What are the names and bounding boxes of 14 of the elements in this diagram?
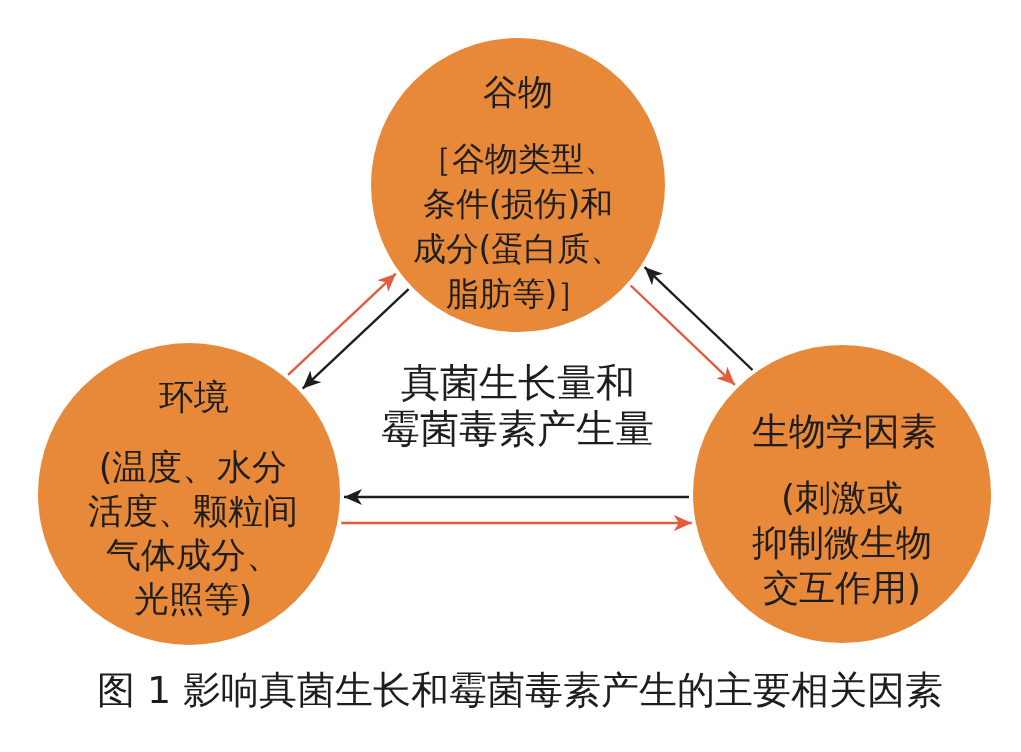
arrow xyxy=(344,489,689,505)
circle-title: 谷物 xyxy=(483,71,553,114)
circle-title: 环境 xyxy=(159,376,229,419)
circle-text: ［谷物类型、条件(损伤)和成分(蛋白质、脂肪等)］ xyxy=(411,137,625,315)
arrow xyxy=(341,515,692,531)
arrow xyxy=(629,284,736,386)
arrow xyxy=(287,272,397,376)
figure-caption: 图 1 影响真菌生长和霉菌毒素产生的主要相关因素 xyxy=(96,667,944,713)
center-label: 真菌生长量和霉菌毒素产生量 xyxy=(380,360,656,452)
circle-title: 生物学因素 xyxy=(751,409,937,455)
arrow xyxy=(301,288,410,390)
circle-text: (温度、水分活度、颗粒间气体成分、光照等) xyxy=(87,446,299,621)
circle-text: (刺激或抑制微生物交互作用) xyxy=(751,475,933,610)
arrow xyxy=(643,266,754,371)
